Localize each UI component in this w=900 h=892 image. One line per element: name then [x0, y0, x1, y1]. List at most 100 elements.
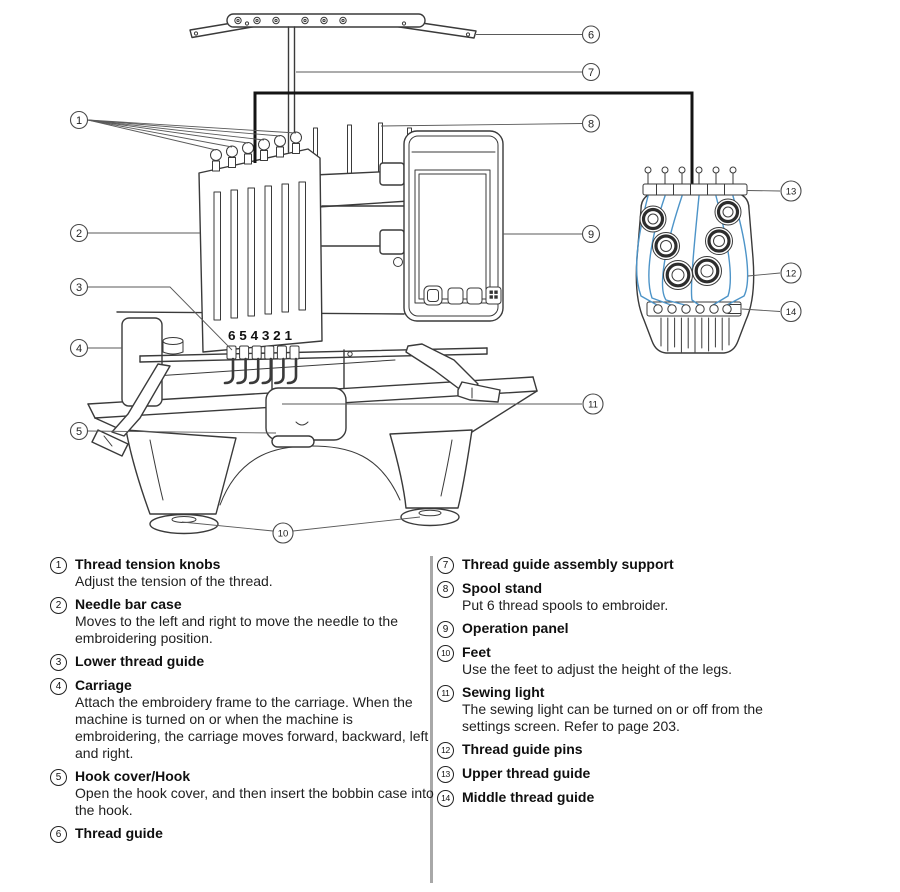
legend-number: 10: [437, 645, 454, 662]
legend-number: 1: [50, 557, 67, 574]
legend-number: 9: [437, 621, 454, 638]
hook-cover: [265, 349, 347, 448]
legend-number: 12: [437, 742, 454, 759]
callout-7: 7: [581, 62, 601, 82]
legend-item-thread-guide: 6 Thread guide: [50, 825, 442, 843]
detail-reference-line: [253, 91, 694, 243]
legend-title: Sewing light: [462, 684, 545, 700]
legend-desc: Open the hook cover, and then insert the…: [75, 785, 434, 818]
parts-diagram: 6 5 4 3 2 1: [69, 13, 802, 544]
machine-diagram-svg: 6 5 4 3 2 1: [69, 13, 802, 544]
callout-11: 11: [582, 393, 604, 415]
svg-text:11: 11: [588, 400, 598, 411]
needle-number-labels: 6 5 4 3 2 1: [228, 328, 292, 343]
legend-item-sewing-light: 11 Sewing light The sewing light can be …: [437, 684, 809, 735]
legend-title: Upper thread guide: [462, 765, 591, 781]
legend-title: Middle thread guide: [462, 789, 595, 805]
legend-number: 3: [50, 654, 67, 671]
legend-item-hook-cover: 5 Hook cover/Hook Open the hook cover, a…: [50, 768, 442, 819]
carriage: [91, 317, 501, 457]
legend-title: Spool stand: [462, 580, 543, 596]
callout-8: 8: [581, 114, 601, 133]
operation-panel: [403, 130, 504, 322]
svg-text:1: 1: [76, 115, 82, 127]
legend-title: Lower thread guide: [75, 653, 205, 669]
svg-text:2: 2: [76, 228, 82, 240]
svg-text:7: 7: [588, 67, 594, 79]
legend-number: 11: [437, 685, 454, 702]
leader-lines: [87, 34, 781, 532]
needle-bar-case: 6 5 4 3 2 1: [198, 131, 323, 385]
legend-right-column: 7 Thread guide assembly support 8 Spool …: [437, 556, 809, 813]
legend-number: 2: [50, 597, 67, 614]
legend-title: Thread guide: [75, 825, 163, 841]
legend-title: Hook cover/Hook: [75, 768, 191, 784]
legend-item-lower-thread-guide: 3 Lower thread guide: [50, 653, 442, 671]
legend-item-thread-guide-pins: 12 Thread guide pins: [437, 741, 809, 759]
svg-text:13: 13: [786, 187, 797, 198]
legend-title: Carriage: [75, 677, 132, 693]
legend-item-carriage: 4 Carriage Attach the embroidery frame t…: [50, 677, 442, 762]
legend-desc: Adjust the tension of the thread.: [75, 573, 273, 589]
panel-buttons: [423, 285, 502, 306]
svg-text:3: 3: [76, 282, 82, 294]
needle-bars: [223, 357, 298, 385]
legend-item-thread-tension-knobs: 1 Thread tension knobs Adjust the tensio…: [50, 556, 442, 590]
legend-left-column: 1 Thread tension knobs Adjust the tensio…: [50, 556, 442, 849]
callout-9: 9: [581, 224, 601, 244]
svg-text:6: 6: [588, 30, 594, 42]
legend-number: 7: [437, 557, 454, 574]
callout-3: 3: [69, 277, 89, 297]
svg-text:4: 4: [76, 343, 82, 355]
upper-thread-guide: [642, 166, 748, 196]
legend-title: Needle bar case: [75, 596, 182, 612]
svg-text:10: 10: [278, 529, 289, 540]
legend-number: 5: [50, 769, 67, 786]
legend-item-middle-thread-guide: 14 Middle thread guide: [437, 789, 809, 807]
legend-number: 4: [50, 678, 67, 695]
legend-title: Thread tension knobs: [75, 556, 221, 572]
callout-14: 14: [780, 300, 802, 323]
legend-desc: Use the feet to adjust the height of the…: [462, 661, 733, 677]
callout-13: 13: [780, 180, 802, 202]
legend-item-upper-thread-guide: 13 Upper thread guide: [437, 765, 809, 783]
callout-5: 5: [69, 421, 89, 441]
svg-text:5: 5: [76, 426, 82, 438]
callout-6: 6: [581, 25, 601, 44]
legend-item-thread-guide-assembly-support: 7 Thread guide assembly support: [437, 556, 809, 574]
callout-12: 12: [780, 262, 802, 284]
callout-2: 2: [69, 223, 89, 243]
callout-1: 1: [69, 110, 89, 130]
legend-item-spool-stand: 8 Spool stand Put 6 thread spools to emb…: [437, 580, 809, 614]
legend-title: Operation panel: [462, 620, 569, 636]
legend-column-divider: [430, 556, 433, 883]
legend-number: 13: [437, 766, 454, 783]
legend-number: 8: [437, 581, 454, 598]
svg-text:12: 12: [786, 269, 797, 280]
detail-tension-knobs: [639, 198, 742, 290]
thread-tension-knobs: [210, 131, 302, 172]
legend-item-feet: 10 Feet Use the feet to adjust the heigh…: [437, 644, 809, 678]
legend-title: Feet: [462, 644, 491, 660]
legend-title: Thread guide pins: [462, 741, 583, 757]
svg-text:14: 14: [786, 307, 797, 318]
svg-text:8: 8: [588, 119, 594, 131]
legend-number: 14: [437, 790, 454, 807]
callout-badges: 1 2 3 4 5 6 7 8 9 10 11 12 13 14: [69, 25, 802, 544]
callout-4: 4: [69, 338, 89, 358]
svg-text:9: 9: [588, 229, 594, 241]
thread-guide-assembly: [189, 13, 477, 153]
panel-arm: [321, 162, 405, 267]
legend-desc: Put 6 thread spools to embroider.: [462, 597, 669, 613]
legend-item-operation-panel: 9 Operation panel: [437, 620, 809, 638]
foot-left: [149, 513, 219, 535]
callout-10: 10: [272, 522, 294, 544]
legend-item-needle-bar-case: 2 Needle bar case Moves to the left and …: [50, 596, 442, 647]
legend-desc: Moves to the left and right to move the …: [75, 613, 398, 646]
legend-number: 6: [50, 826, 67, 843]
foot-right: [400, 507, 460, 527]
legend-desc: Attach the embroidery frame to the carri…: [75, 694, 429, 761]
legend-title: Thread guide assembly support: [462, 556, 674, 572]
thread-path-detail-view: [635, 166, 755, 354]
